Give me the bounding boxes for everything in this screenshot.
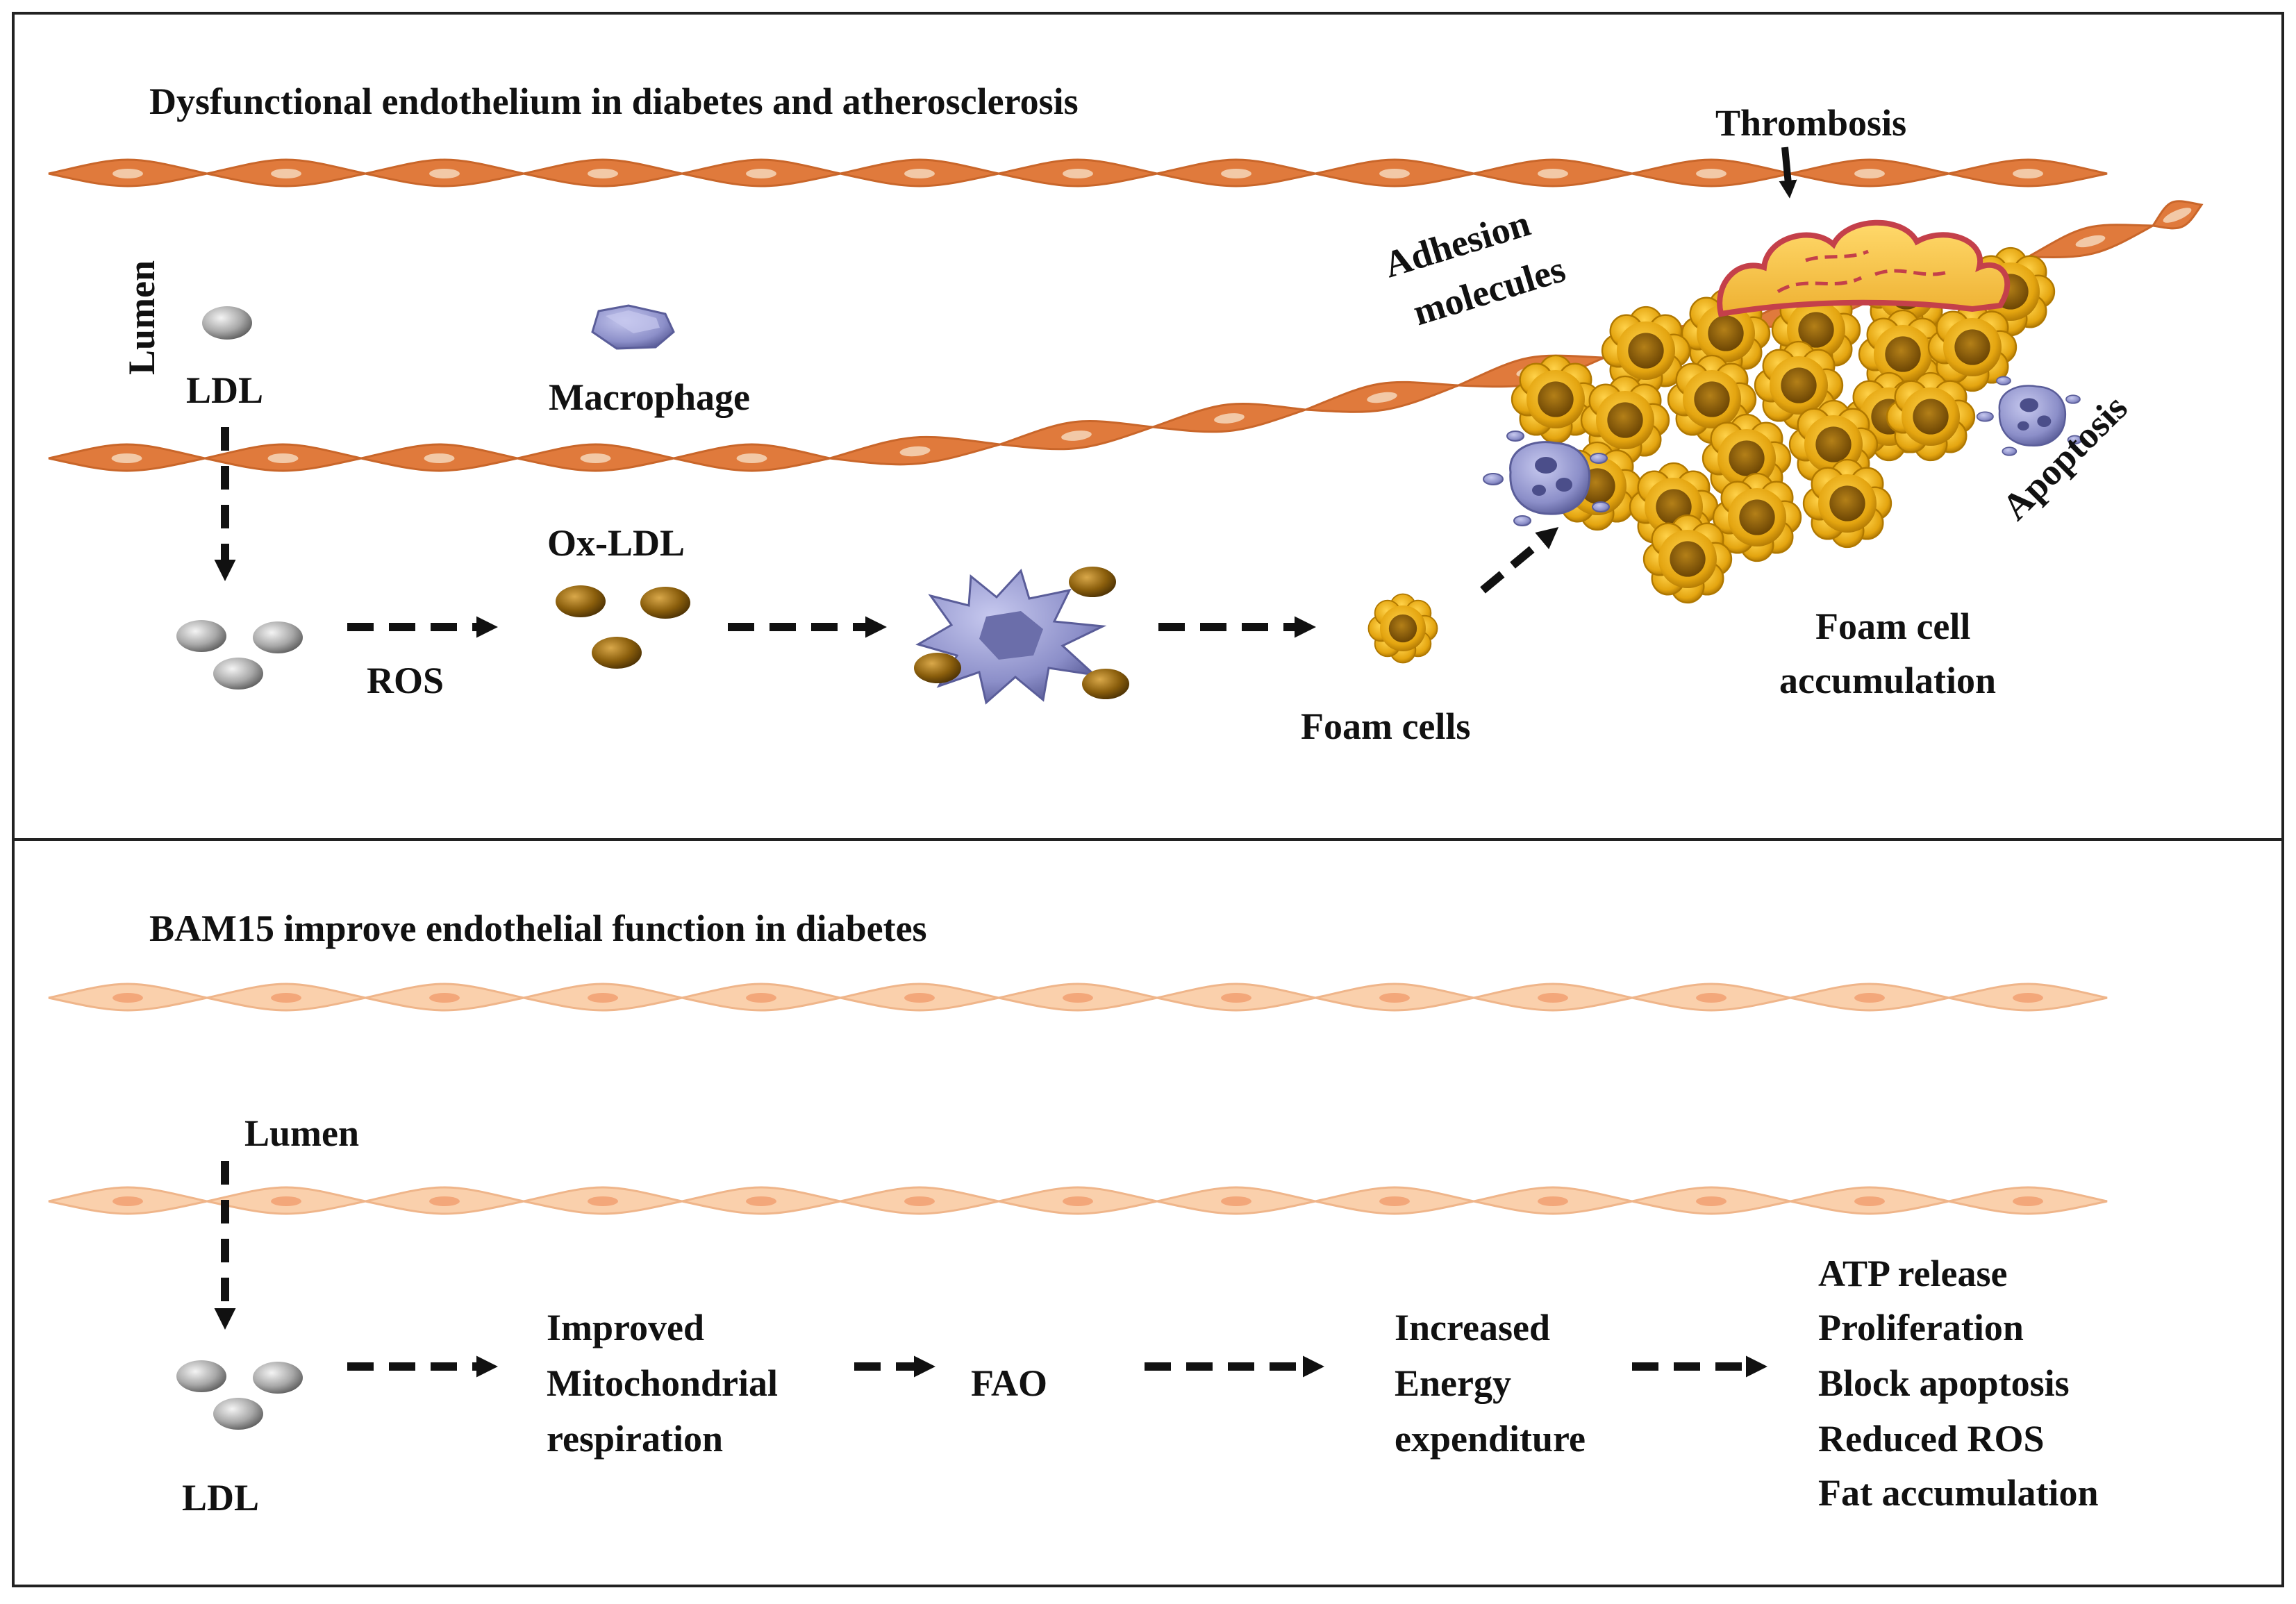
svg-text:Foam cell: Foam cell — [1815, 605, 1970, 647]
endothelial-cell — [1631, 158, 1791, 187]
foam-accumulation-label: Foam cell accumulation — [1779, 605, 1996, 701]
svg-text:Increased: Increased — [1395, 1307, 1550, 1348]
endothelial-cell — [840, 1186, 999, 1215]
endothelial-cell — [1948, 1186, 2108, 1215]
endothelial-cell — [206, 983, 366, 1012]
svg-text:Mitochondrial: Mitochondrial — [547, 1362, 778, 1404]
endothelial-cell — [1948, 158, 2108, 187]
svg-text:accumulation: accumulation — [1779, 660, 1996, 701]
endothelial-cell — [998, 158, 1158, 187]
endothelial-cell — [681, 1186, 841, 1215]
svg-text:Energy: Energy — [1395, 1362, 1511, 1404]
top-ldl-cluster — [176, 620, 303, 690]
endothelial-cell — [2151, 200, 2204, 230]
endothelial-cell — [673, 443, 831, 472]
foam-to-plaque-arrow — [1480, 527, 1559, 594]
endothelial-cell — [1790, 1186, 1949, 1215]
endothelial-cell — [360, 443, 518, 472]
top-upper-endothelium — [48, 158, 2108, 187]
mito-respiration-label: Improved Mitochondrial respiration — [547, 1307, 778, 1460]
endothelial-cell — [1790, 158, 1949, 187]
endothelial-cell — [1156, 1186, 1316, 1215]
top-ldl-label: LDL — [186, 369, 263, 411]
foam-cell-icon — [1642, 514, 1733, 604]
outcomes-list: ATP release Proliferation Block apoptosi… — [1818, 1253, 2098, 1514]
outcome-item: Fat accumulation — [1818, 1472, 2098, 1514]
endothelial-cell — [681, 983, 841, 1012]
outcome-item: Block apoptosis — [1818, 1362, 2070, 1404]
foam-cells-label: Foam cells — [1301, 705, 1470, 747]
endothelial-cell — [1152, 403, 1306, 433]
top-panel-title: Dysfunctional endothelium in diabetes an… — [149, 81, 1079, 122]
endothelial-cell — [1790, 983, 1949, 1012]
endothelial-cell — [48, 158, 208, 187]
svg-text:expenditure: expenditure — [1395, 1418, 1586, 1460]
endothelial-cell — [365, 158, 524, 187]
bottom-panel-title: BAM15 improve endothelial function in di… — [149, 908, 927, 949]
ox-ldl-cluster — [556, 585, 690, 669]
endothelial-cell — [1473, 983, 1633, 1012]
endothelial-cell — [840, 983, 999, 1012]
ros-label: ROS — [367, 660, 444, 701]
bottom-upper-endothelium — [48, 983, 2108, 1012]
endothelial-cell — [1156, 983, 1316, 1012]
bottom-lower-endothelium — [48, 1186, 2108, 1215]
top-ldl-particle — [202, 306, 252, 340]
bottom-panel-frame — [12, 838, 2284, 1587]
endothelial-cell — [681, 158, 841, 187]
endothelial-cell — [1948, 983, 2108, 1012]
endothelial-cell — [1315, 158, 1474, 187]
endothelial-cell — [48, 443, 206, 472]
svg-text:respiration: respiration — [547, 1418, 723, 1460]
activated-macrophage-icon — [914, 567, 1129, 705]
endothelial-cell — [1631, 1186, 1791, 1215]
fao-label: FAO — [971, 1362, 1047, 1404]
endothelial-cell — [48, 983, 208, 1012]
outcome-item: Reduced ROS — [1818, 1418, 2045, 1460]
thrombosis-label: Thrombosis — [1715, 102, 1906, 144]
endothelial-cell — [365, 1186, 524, 1215]
endothelial-cell — [1156, 158, 1316, 187]
outcome-item: Proliferation — [1818, 1307, 2024, 1348]
top-lumen-label: Lumen — [121, 260, 163, 375]
thrombosis-arrow — [1779, 147, 1797, 199]
endothelial-cell — [1473, 1186, 1633, 1215]
endothelial-cell — [1315, 983, 1474, 1012]
endothelial-cell — [523, 158, 683, 187]
foam-cell-icon — [1367, 593, 1438, 664]
endothelial-cell — [998, 1186, 1158, 1215]
adhesion-molecules-label: Adhesion molecules — [1379, 202, 1570, 333]
endothelial-cell — [1315, 1186, 1474, 1215]
endothelial-cell — [1473, 158, 1633, 187]
macrophage-label: Macrophage — [549, 376, 750, 418]
endothelial-cell — [2024, 224, 2157, 258]
endothelial-cell — [517, 443, 674, 472]
endothelial-cell — [1631, 983, 1791, 1012]
endothelial-cell — [1305, 381, 1459, 413]
foam-cell-icon — [1886, 371, 1976, 462]
thrombus-icon — [1717, 219, 2011, 317]
bottom-ldl-cluster — [176, 1360, 303, 1430]
outcome-item: ATP release — [1818, 1253, 2007, 1294]
bottom-lumen-label: Lumen — [244, 1112, 359, 1154]
energy-expenditure-label: Increased Energy expenditure — [1395, 1307, 1586, 1460]
endothelial-cell — [999, 420, 1154, 451]
endothelial-cell — [840, 158, 999, 187]
endothelial-cell — [365, 983, 524, 1012]
svg-text:Improved: Improved — [547, 1307, 704, 1348]
endothelial-cell — [206, 1186, 366, 1215]
bottom-ldl-label: LDL — [182, 1477, 259, 1519]
endothelial-cell — [998, 983, 1158, 1012]
foam-cell-icon — [1802, 458, 1892, 549]
endothelial-cell — [829, 435, 1001, 466]
endothelial-cell — [48, 1186, 208, 1215]
endothelial-cell — [206, 158, 366, 187]
endothelial-cell — [523, 1186, 683, 1215]
endothelial-cell — [204, 443, 362, 472]
ox-ldl-label: Ox-LDL — [547, 522, 685, 564]
endothelial-cell — [523, 983, 683, 1012]
